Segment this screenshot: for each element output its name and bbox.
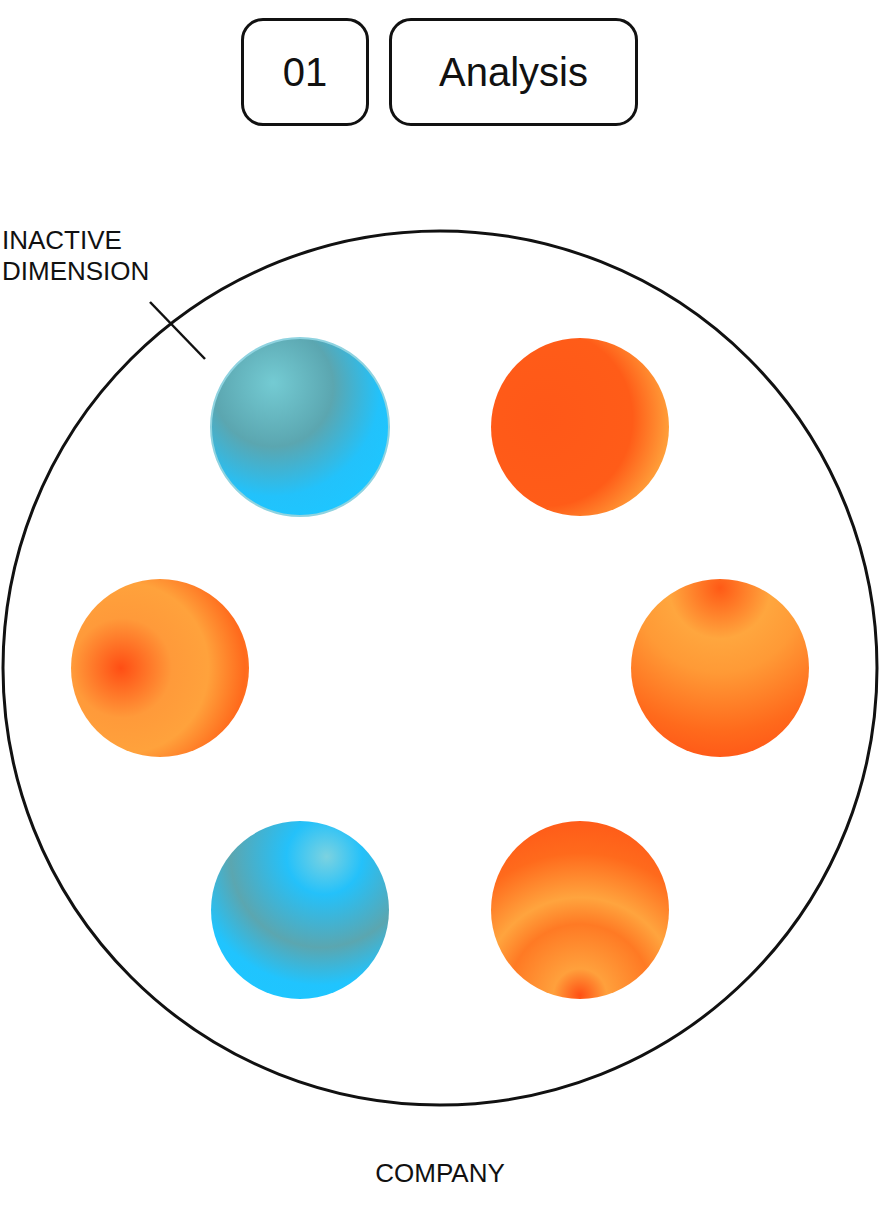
step-title-box: Analysis: [389, 18, 638, 126]
box-text: Analysis: [439, 52, 588, 92]
step-number-box: 01: [241, 18, 369, 126]
box-text: 01: [283, 52, 328, 92]
leader-line: [150, 302, 205, 359]
active-sphere: [491, 338, 669, 516]
circle-outline: [3, 231, 877, 1105]
inactive-sphere: [211, 338, 389, 516]
active-sphere: [631, 579, 809, 757]
circle-caption: COMPANY: [0, 1158, 880, 1189]
company-circle: COMPANY: [0, 228, 880, 1206]
callout-label: INACTIVE DIMENSION: [2, 225, 192, 287]
inactive-sphere: [211, 821, 389, 999]
circle-outline: [0, 228, 880, 1206]
active-sphere: [71, 579, 249, 757]
active-sphere: [491, 821, 669, 999]
